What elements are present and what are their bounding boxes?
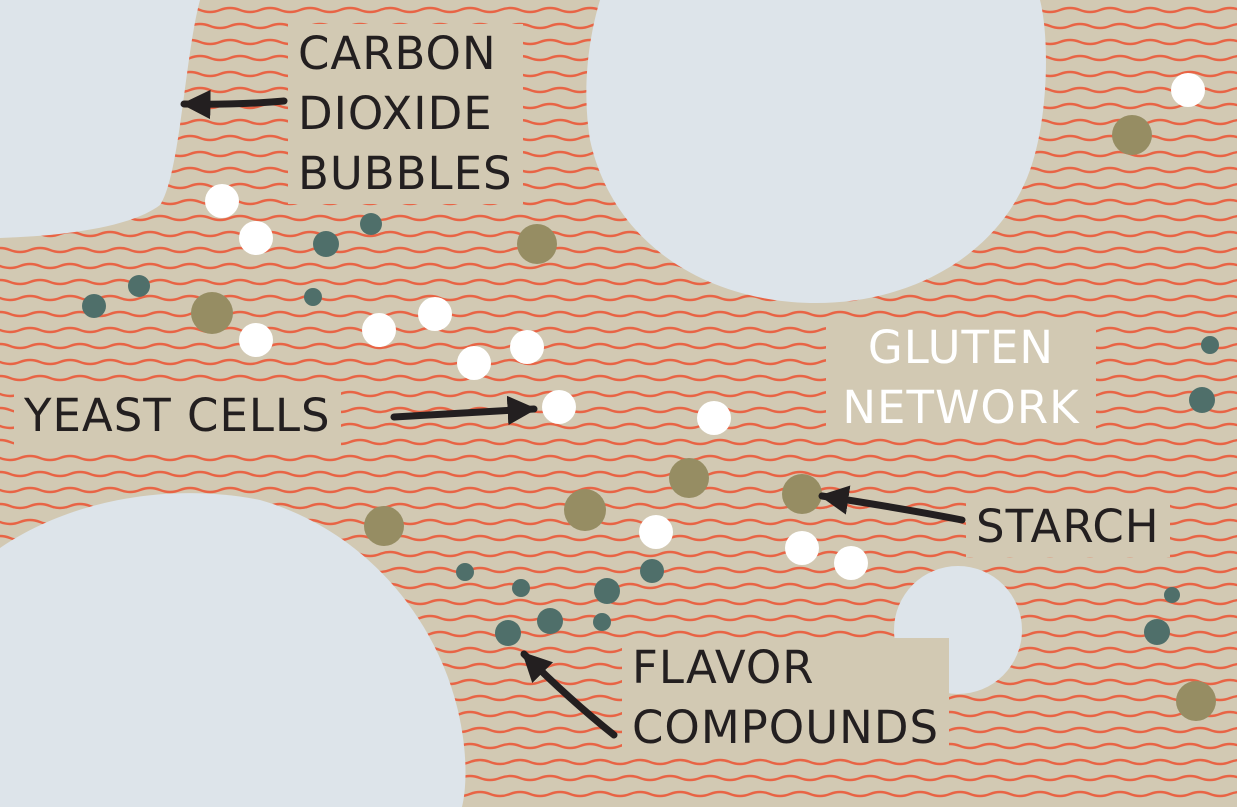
arrow-starch (818, 485, 966, 524)
label-starch: STARCH (966, 497, 1170, 557)
starch-granule (517, 224, 557, 264)
starch-granule (782, 474, 822, 514)
starch-granule (364, 506, 404, 546)
flavor-compound (456, 563, 474, 581)
yeast-cell (510, 330, 544, 364)
yeast-cell (239, 221, 273, 255)
gluten-strand (0, 278, 1237, 286)
starch-granule (191, 292, 233, 334)
co2-bubble-top-center (586, 0, 1046, 304)
yeast-cell (785, 531, 819, 565)
flavor-compound (1189, 387, 1215, 413)
flavor-compound (128, 275, 150, 297)
flavor-compound (1201, 336, 1219, 354)
gluten-strand (0, 454, 1237, 462)
flavor-compound (1144, 619, 1170, 645)
yeast-cell (697, 401, 731, 435)
arrow-flavor-compounds (520, 650, 618, 739)
starch-granule (1176, 681, 1216, 721)
gluten-strand (0, 246, 1237, 254)
yeast-cell (418, 297, 452, 331)
yeast-cell (834, 546, 868, 580)
yeast-cell (239, 323, 273, 357)
label-line: GLUTEN (867, 321, 1055, 374)
label-line: COMPOUNDS (632, 701, 940, 754)
label-line: FLAVOR (632, 641, 815, 694)
label-line: BUBBLES (298, 147, 513, 200)
flavor-compound (512, 579, 530, 597)
starch-granule (669, 458, 709, 498)
gluten-strand (0, 230, 1237, 238)
gluten-strand (0, 294, 1237, 302)
yeast-cell (362, 313, 396, 347)
flavor-compound (594, 578, 620, 604)
flavor-compound (640, 559, 664, 583)
gluten-strand (0, 470, 1237, 478)
gluten-strand (0, 262, 1237, 270)
starch-granules (191, 115, 1216, 721)
flavor-compounds (82, 213, 1219, 646)
arrow-carbon-dioxide (180, 89, 288, 120)
starch-granule (1112, 115, 1152, 155)
flavor-compound (360, 213, 382, 235)
label-arrows (180, 89, 966, 739)
carbon-dioxide-bubbles (0, 0, 1046, 807)
arrow-yeast-cells (390, 395, 538, 426)
label-line: CARBON (298, 27, 497, 80)
yeast-cell (542, 390, 576, 424)
co2-bubble-bottom-left (0, 493, 466, 807)
flavor-compound (495, 620, 521, 646)
gluten-strand (0, 486, 1237, 494)
label-carbon-dioxide-bubbles: CARBON DIOXIDE BUBBLES (288, 24, 523, 204)
flavor-compound (82, 294, 106, 318)
label-line: YEAST CELLS (24, 389, 331, 442)
label-flavor-compounds: FLAVOR COMPOUNDS (622, 638, 950, 758)
yeast-cell (1171, 73, 1205, 107)
yeast-cell (639, 515, 673, 549)
label-line: STARCH (976, 500, 1160, 553)
co2-bubble-top-left (0, 0, 200, 238)
label-yeast-cells: YEAST CELLS (14, 386, 341, 446)
label-gluten-network: GLUTEN NETWORK (826, 318, 1096, 438)
flavor-compound (593, 613, 611, 631)
flavor-compound (1164, 587, 1180, 603)
yeast-cells (205, 73, 1205, 580)
flavor-compound (304, 288, 322, 306)
label-line: DIOXIDE (298, 87, 493, 140)
starch-granule (564, 489, 606, 531)
flavor-compound (313, 231, 339, 257)
yeast-cell (457, 346, 491, 380)
label-line: NETWORK (842, 381, 1080, 434)
flavor-compound (537, 608, 563, 634)
yeast-cell (205, 184, 239, 218)
